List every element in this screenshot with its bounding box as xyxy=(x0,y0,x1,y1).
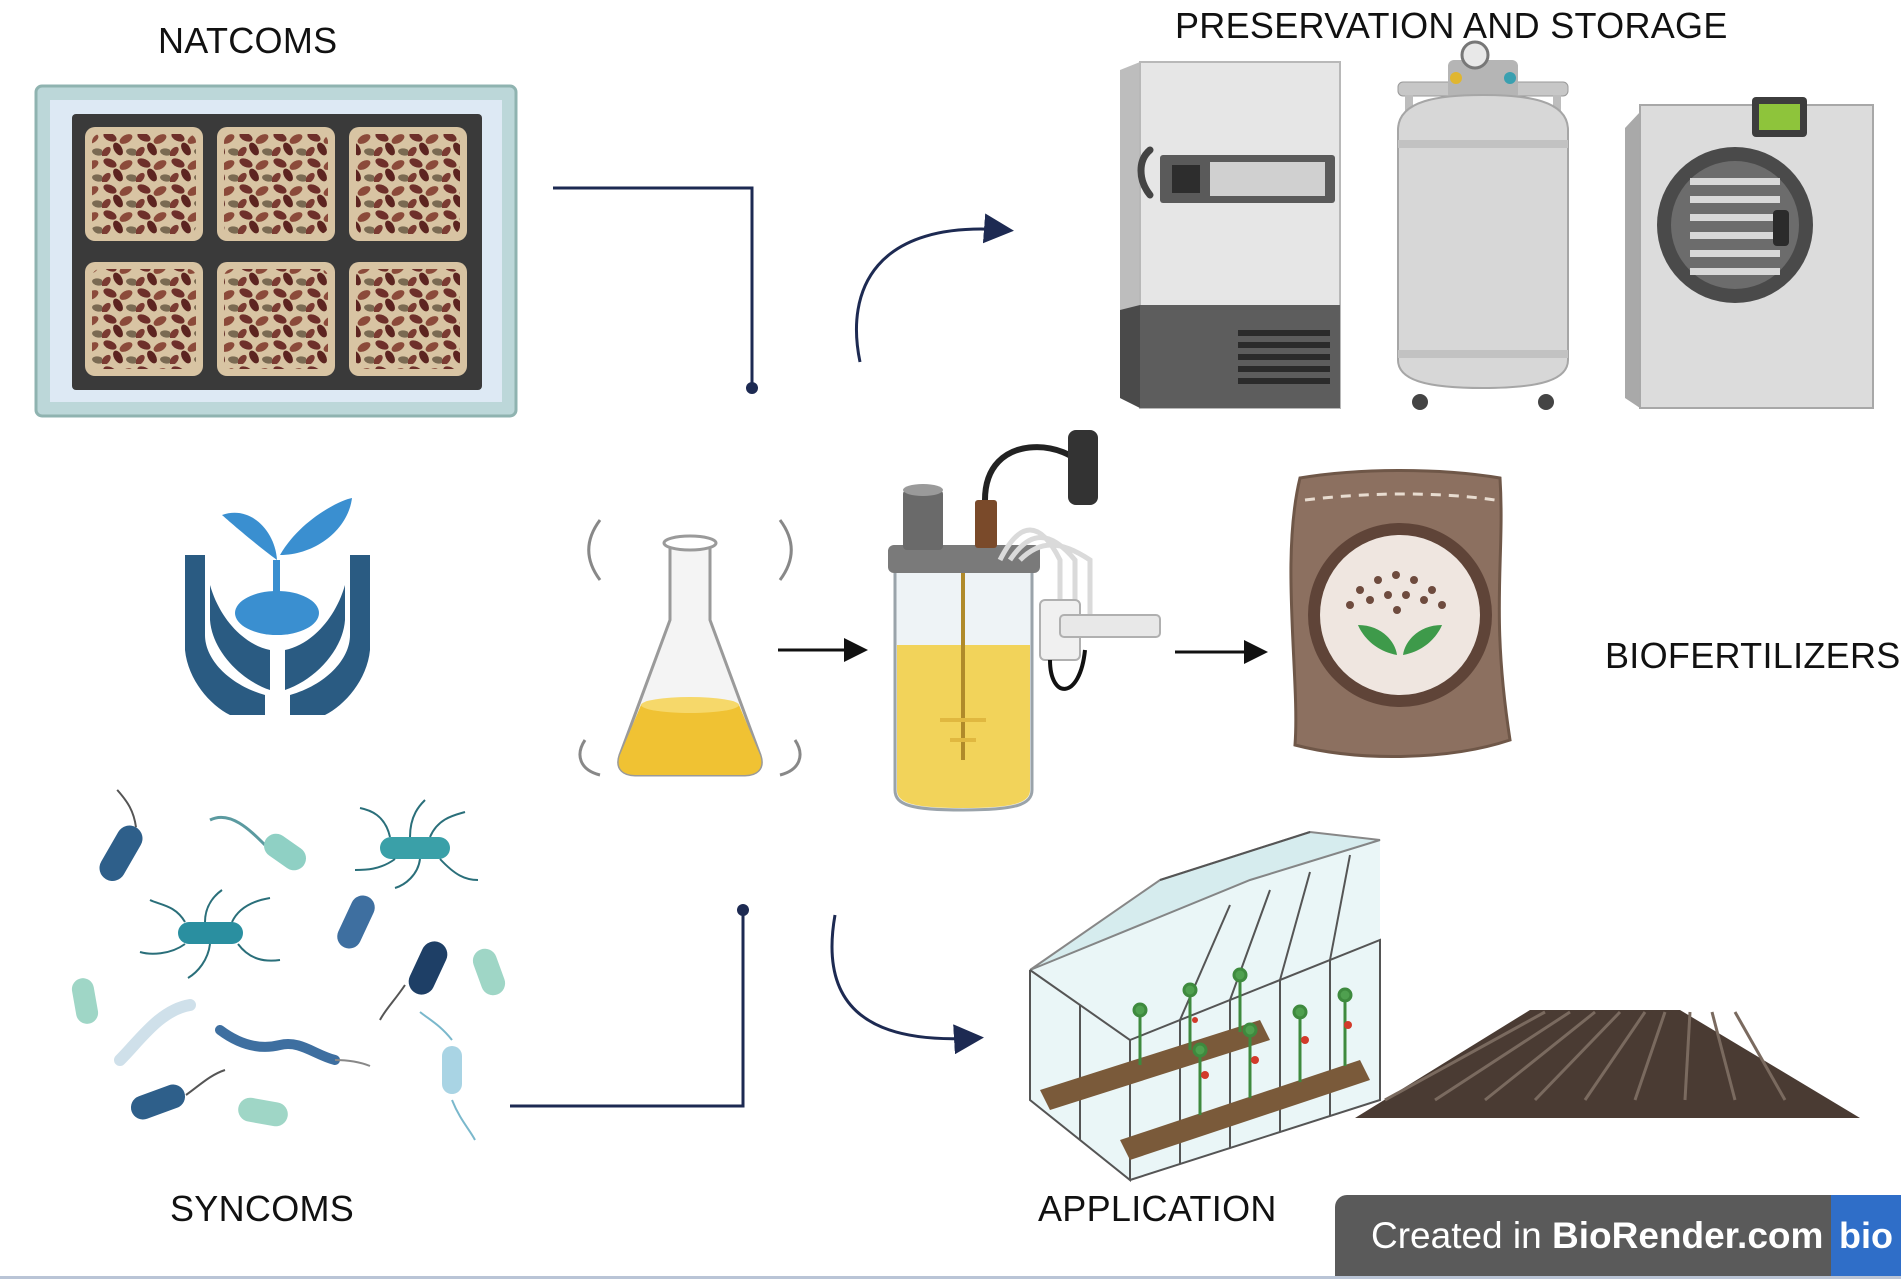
badge-text: Created in BioRender.com xyxy=(1335,1215,1823,1257)
greenhouse-icon xyxy=(1029,830,1381,1183)
biofertilizer-bag-icon xyxy=(1289,469,1512,758)
freeze-dryer-icon xyxy=(1625,97,1874,409)
badge-prefix: Created in xyxy=(1371,1215,1552,1256)
liquid-nitrogen-tank-icon xyxy=(1397,40,1569,410)
biofertilizers-label: BIOFERTILIZERS xyxy=(1605,635,1901,676)
application-label: APPLICATION xyxy=(1038,1188,1277,1229)
soil-field-icon xyxy=(1355,1010,1860,1118)
hands-plant-icon xyxy=(185,498,370,715)
preservation-label: PRESERVATION AND STORAGE xyxy=(1175,5,1728,46)
badge-brand: BioRender.com xyxy=(1552,1215,1824,1256)
biorender-badge: Created in BioRender.com bio xyxy=(1335,1195,1901,1277)
bacteria-icon xyxy=(71,789,506,1141)
ultra-freezer-icon xyxy=(1120,61,1341,409)
arrow-to-application xyxy=(830,914,984,1055)
seed-tray-icon xyxy=(34,84,518,418)
arrow-to-preservation xyxy=(855,213,1014,363)
natcoms-connector xyxy=(553,186,758,394)
biorender-logo: bio xyxy=(1831,1195,1901,1277)
bottom-divider xyxy=(0,1276,1901,1279)
natcoms-label: NATCOMS xyxy=(158,20,338,61)
culture-flask-icon xyxy=(578,519,802,777)
syncoms-connector xyxy=(510,904,749,1108)
syncoms-label: SYNCOMS xyxy=(170,1188,355,1229)
bioreactor-icon xyxy=(888,430,1161,812)
